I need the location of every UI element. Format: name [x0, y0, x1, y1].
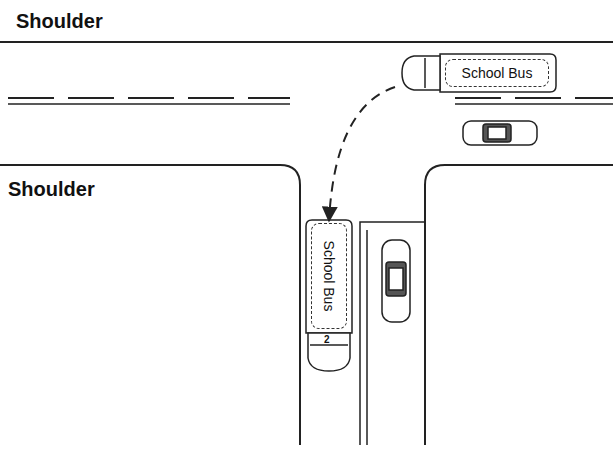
shoulder-label: Shoulder — [8, 178, 95, 201]
bus-sign-box: School Bus — [445, 59, 549, 87]
bus-label: School Bus — [462, 65, 533, 81]
shoulder-label: Shoulder — [16, 10, 103, 33]
car-main-road — [463, 121, 537, 145]
lane-line — [360, 222, 425, 445]
lane-line — [366, 230, 368, 445]
school-bus-bottom — [306, 220, 352, 371]
center-line — [455, 97, 613, 99]
center-line — [8, 103, 290, 105]
car-side-road — [382, 240, 410, 322]
bus-sign-box: School Bus — [311, 223, 347, 329]
road-edge — [0, 165, 300, 445]
turn-path-arrow — [329, 87, 395, 221]
road-edge — [425, 165, 613, 445]
bus-label: School Bus — [321, 241, 337, 312]
callout-number: 2 — [324, 334, 330, 345]
road-edge — [0, 41, 613, 43]
center-line — [455, 103, 613, 105]
center-line — [8, 97, 290, 99]
school-bus-top — [402, 54, 556, 92]
